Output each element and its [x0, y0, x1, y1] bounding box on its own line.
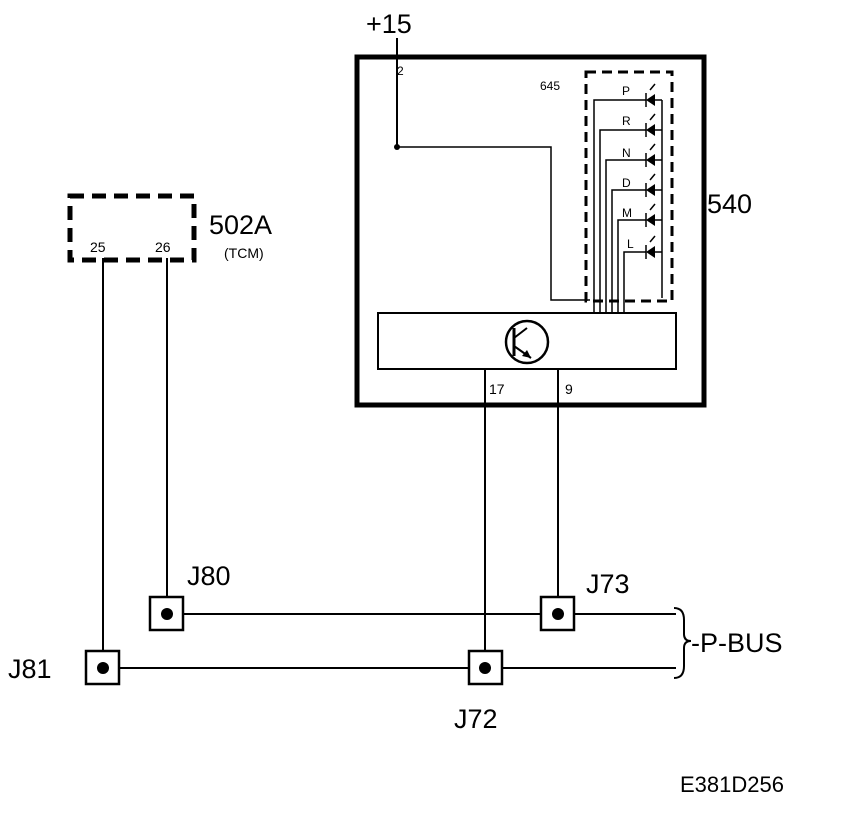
- figure-code: E381D256: [680, 772, 784, 797]
- led-group-645-box: [584, 70, 674, 303]
- connector-j72-label: J72: [454, 704, 498, 734]
- connector-j81-label: J81: [8, 654, 52, 684]
- connector-j80-label: J80: [187, 561, 231, 591]
- led-p-label: P: [622, 84, 630, 98]
- led-l: L: [623, 235, 662, 312]
- connector-j73: [539, 595, 576, 632]
- led-n-label: N: [622, 146, 631, 160]
- connector-j72: [467, 649, 504, 686]
- led-array: P R N D: [593, 83, 663, 312]
- led-d-label: D: [622, 176, 631, 190]
- led-p: P: [593, 83, 662, 312]
- led-l-label: L: [627, 237, 634, 251]
- pin-9-label: 9: [565, 381, 573, 397]
- bus-brace: [673, 607, 692, 679]
- bus-label: -P-BUS: [691, 628, 783, 658]
- led-common-wire: [397, 146, 590, 301]
- supply-label: +15: [366, 9, 412, 39]
- module-540-box: [354, 54, 707, 408]
- led-m: M: [617, 203, 662, 312]
- led-group-label: 645: [540, 79, 560, 93]
- connector-j73-label: J73: [586, 569, 630, 599]
- module-502a-box: [67, 193, 197, 263]
- module-502a-sublabel: (TCM): [224, 245, 264, 261]
- pin-25-label: 25: [90, 239, 106, 255]
- led-d: D: [611, 173, 662, 312]
- led-m-label: M: [622, 206, 632, 220]
- transistor-icon: [504, 319, 550, 365]
- led-r: R: [599, 113, 662, 312]
- supply-pin-label: 2: [397, 64, 404, 78]
- pin-26-label: 26: [155, 239, 171, 255]
- pin-17-label: 17: [489, 381, 505, 397]
- connector-j81: [84, 649, 121, 686]
- module-540-label: 540: [707, 189, 752, 219]
- module-502a-label: 502A: [209, 210, 272, 240]
- led-r-label: R: [622, 114, 631, 128]
- connector-j80: [148, 595, 185, 632]
- led-n: N: [605, 143, 662, 312]
- driver-block: [377, 312, 677, 370]
